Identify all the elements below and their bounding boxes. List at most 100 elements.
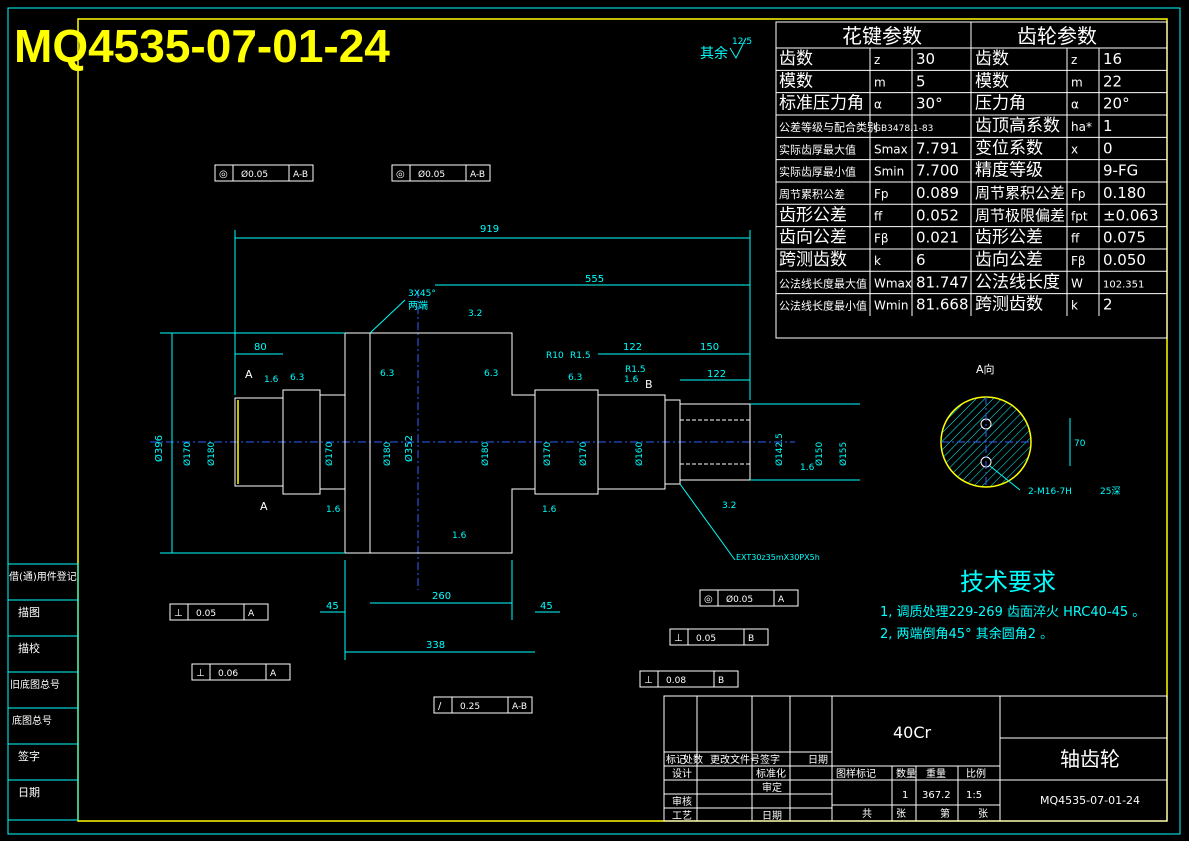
surface-note-label: 其余 bbox=[700, 45, 728, 62]
gear-row-name: 跨测齿数 bbox=[975, 295, 1043, 315]
strip-label: 签字 bbox=[18, 749, 40, 763]
radius-r10: R10 bbox=[546, 351, 564, 361]
spline-row-value: 6 bbox=[916, 251, 926, 269]
strip-label: 描图 bbox=[18, 605, 40, 619]
tolerance-value: Ø0.05 bbox=[241, 169, 268, 180]
outer-border bbox=[7, 7, 1181, 835]
tolerance-value: 0.06 bbox=[218, 669, 238, 679]
tolerance-datum: A-B bbox=[293, 170, 308, 180]
spline-row-name: 公法线长度最小值 bbox=[779, 299, 867, 313]
gear-row-name: 精度等级 bbox=[975, 161, 1043, 181]
roughness-value: 3.2 bbox=[722, 501, 736, 511]
roughness-value: 1.6 bbox=[542, 505, 557, 515]
tb-cell: 更改文件号 bbox=[710, 753, 760, 766]
tb-cell: 比例 bbox=[966, 767, 986, 780]
gear-row-symbol: Fβ bbox=[1071, 254, 1086, 268]
tolerance-value: 0.05 bbox=[696, 634, 716, 644]
gear-row-symbol: ha* bbox=[1071, 120, 1092, 134]
dim-150: 150 bbox=[700, 342, 719, 353]
inner-border bbox=[77, 18, 1168, 822]
spline-row-symbol: ff bbox=[874, 209, 883, 223]
spline-row-symbol: Wmin bbox=[874, 299, 909, 313]
dim-dia-180b: Ø180 bbox=[382, 441, 393, 466]
quantity: 1 bbox=[902, 790, 908, 801]
surface-note-roughness: 12.5 bbox=[732, 37, 752, 47]
dim-dia-352: Ø352 bbox=[403, 435, 415, 462]
spline-row-symbol: Wmax bbox=[874, 276, 912, 290]
gear-row-symbol: ff bbox=[1071, 232, 1080, 246]
spline-row-symbol: Fp bbox=[874, 187, 889, 201]
roughness-value: 1.6 bbox=[800, 463, 815, 473]
section-dim: 70 bbox=[1074, 439, 1086, 449]
tolerance-value: 0.25 bbox=[460, 702, 480, 712]
gear-row-symbol: x bbox=[1071, 142, 1078, 156]
tb-cell: 张 bbox=[896, 808, 906, 820]
strip-label: 底图总号 bbox=[12, 714, 52, 727]
datum-a-label-lower: A bbox=[260, 500, 268, 513]
roughness-value: 6.3 bbox=[484, 369, 498, 379]
tolerance-symbol: ◎ bbox=[396, 169, 405, 180]
gear-row-value: 22 bbox=[1103, 72, 1122, 90]
gear-row-value: 0.050 bbox=[1103, 251, 1146, 269]
dim-dia-150: Ø150 bbox=[814, 441, 825, 466]
spline-row-symbol: Fβ bbox=[874, 232, 889, 246]
tb-cell: 标准化 bbox=[756, 767, 786, 780]
datum-b-label: B bbox=[645, 378, 653, 391]
tech-title: 技术要求 bbox=[960, 568, 1056, 596]
gear-row-name: 模数 bbox=[975, 71, 1009, 91]
tb-cell: 数量 bbox=[896, 767, 916, 780]
tb-cell: 共 bbox=[862, 808, 872, 820]
tolerance-symbol: ⊥ bbox=[196, 668, 205, 679]
spline-row-symbol: Smax bbox=[874, 142, 908, 156]
tolerance-value: 0.08 bbox=[666, 676, 686, 686]
dim-dia-170b: Ø170 bbox=[324, 441, 335, 466]
spline-row-value: 30° bbox=[916, 95, 943, 113]
dim-338: 338 bbox=[426, 640, 445, 651]
tb-cell: 重量 bbox=[926, 767, 946, 780]
gear-row-name: 齿形公差 bbox=[975, 228, 1043, 248]
roughness-value: 1.6 bbox=[264, 375, 279, 385]
roughness-value: 1.6 bbox=[452, 531, 467, 541]
roughness-value: 1.6 bbox=[624, 375, 639, 385]
spline-row-value: 81.668 bbox=[916, 296, 969, 314]
dim-dia-180a: Ø180 bbox=[206, 441, 217, 466]
spline-row-name: 周节累积公差 bbox=[779, 187, 845, 201]
dim-122a: 122 bbox=[623, 342, 642, 353]
tb-cell: 标记 bbox=[666, 754, 686, 766]
dim-dia-155: Ø155 bbox=[838, 442, 849, 466]
tolerance-symbol: / bbox=[438, 701, 442, 712]
tolerance-symbol: ⊥ bbox=[174, 608, 183, 619]
gear-row-name: 齿向公差 bbox=[975, 250, 1043, 270]
spline-row-name: 标准压力角 bbox=[779, 94, 864, 114]
tolerance-datum: A bbox=[270, 669, 277, 679]
gear-row-value: 1 bbox=[1103, 117, 1113, 135]
spline-row-name: 齿形公差 bbox=[779, 205, 847, 225]
tech-item: 1, 调质处理229-269 齿面淬火 HRC40-45 。 bbox=[880, 605, 1145, 620]
dim-45a: 45 bbox=[326, 601, 339, 612]
gear-row-name: 齿数 bbox=[975, 49, 1009, 69]
dim-dia-1425: Ø142.5 bbox=[774, 433, 785, 466]
gear-table-header: 齿轮参数 bbox=[1017, 24, 1097, 48]
strip-label: 描校 bbox=[18, 641, 40, 655]
spline-row-symbol: Smin bbox=[874, 165, 904, 179]
spline-row-name: 实际齿厚最大值 bbox=[779, 142, 856, 156]
roughness-value: 1.6 bbox=[326, 505, 341, 515]
spline-row-value: 0.089 bbox=[916, 184, 959, 202]
tolerance-frame: ⊥ 0.06 A bbox=[191, 663, 291, 681]
tolerance-value: Ø0.05 bbox=[418, 169, 445, 180]
tech-item: 2, 两端倒角45° 其余圆角2 。 bbox=[880, 626, 1053, 642]
dim-dia-170c: Ø170 bbox=[542, 441, 553, 466]
tech-requirements: 技术要求 1, 调质处理229-269 齿面淬火 HRC40-45 。 2, 两… bbox=[880, 568, 1145, 642]
dim-dia-160: Ø160 bbox=[634, 441, 645, 466]
spline-row-name: 齿数 bbox=[779, 49, 813, 69]
spline-table-header: 花键参数 bbox=[842, 24, 922, 48]
tb-cell: 第 bbox=[940, 807, 950, 820]
gear-row-symbol: z bbox=[1071, 53, 1077, 67]
part-name: 轴齿轮 bbox=[1060, 747, 1120, 771]
